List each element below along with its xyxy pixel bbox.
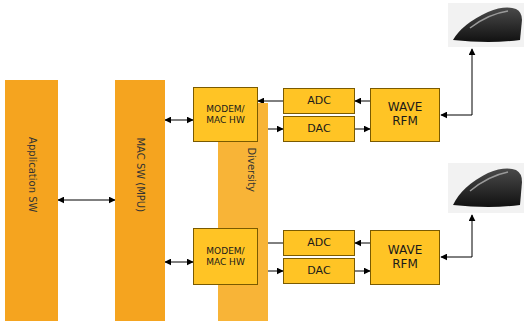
rf-module-box: WAVE RFM <box>370 230 440 285</box>
converter-box: ADC <box>283 88 355 114</box>
rf-feed-line <box>441 49 472 115</box>
block-label: DAC <box>307 123 330 136</box>
rf-module-box: WAVE RFM <box>370 88 440 142</box>
signal-arrow <box>58 200 115 201</box>
signal-arrow <box>165 262 193 263</box>
block-label: ADC <box>307 237 331 250</box>
layer-label: MAC SW (MPU) <box>134 137 146 212</box>
signal-arrow <box>355 271 370 272</box>
rf-feed-line <box>441 215 472 257</box>
shark-fin-antenna <box>448 3 524 47</box>
shark-fin-antenna <box>448 163 524 213</box>
converter-box: DAC <box>283 116 355 142</box>
layer-label: Application SW <box>26 137 38 212</box>
block-label: WAVE RFM <box>383 244 427 272</box>
block-label: DAC <box>307 265 330 278</box>
signal-arrow <box>165 120 193 121</box>
block-label: MODEM/ MAC HW <box>202 246 249 267</box>
modem-box: MODEM/ MAC HW <box>193 228 258 285</box>
layer-label: Diversity <box>245 148 257 193</box>
block-label: WAVE RFM <box>383 101 427 129</box>
signal-arrow <box>355 129 370 130</box>
converter-box: DAC <box>283 258 355 284</box>
signal-arrow <box>258 101 283 102</box>
software-layer-bar: MAC SW (MPU) <box>115 80 165 321</box>
converter-box: ADC <box>283 230 355 256</box>
modem-box: MODEM/ MAC HW <box>193 87 258 142</box>
signal-arrow <box>355 101 370 102</box>
software-layer-bar: Application SW <box>5 80 58 321</box>
signal-arrow <box>355 243 370 244</box>
block-label: ADC <box>307 95 331 108</box>
block-label: MODEM/ MAC HW <box>202 104 249 125</box>
